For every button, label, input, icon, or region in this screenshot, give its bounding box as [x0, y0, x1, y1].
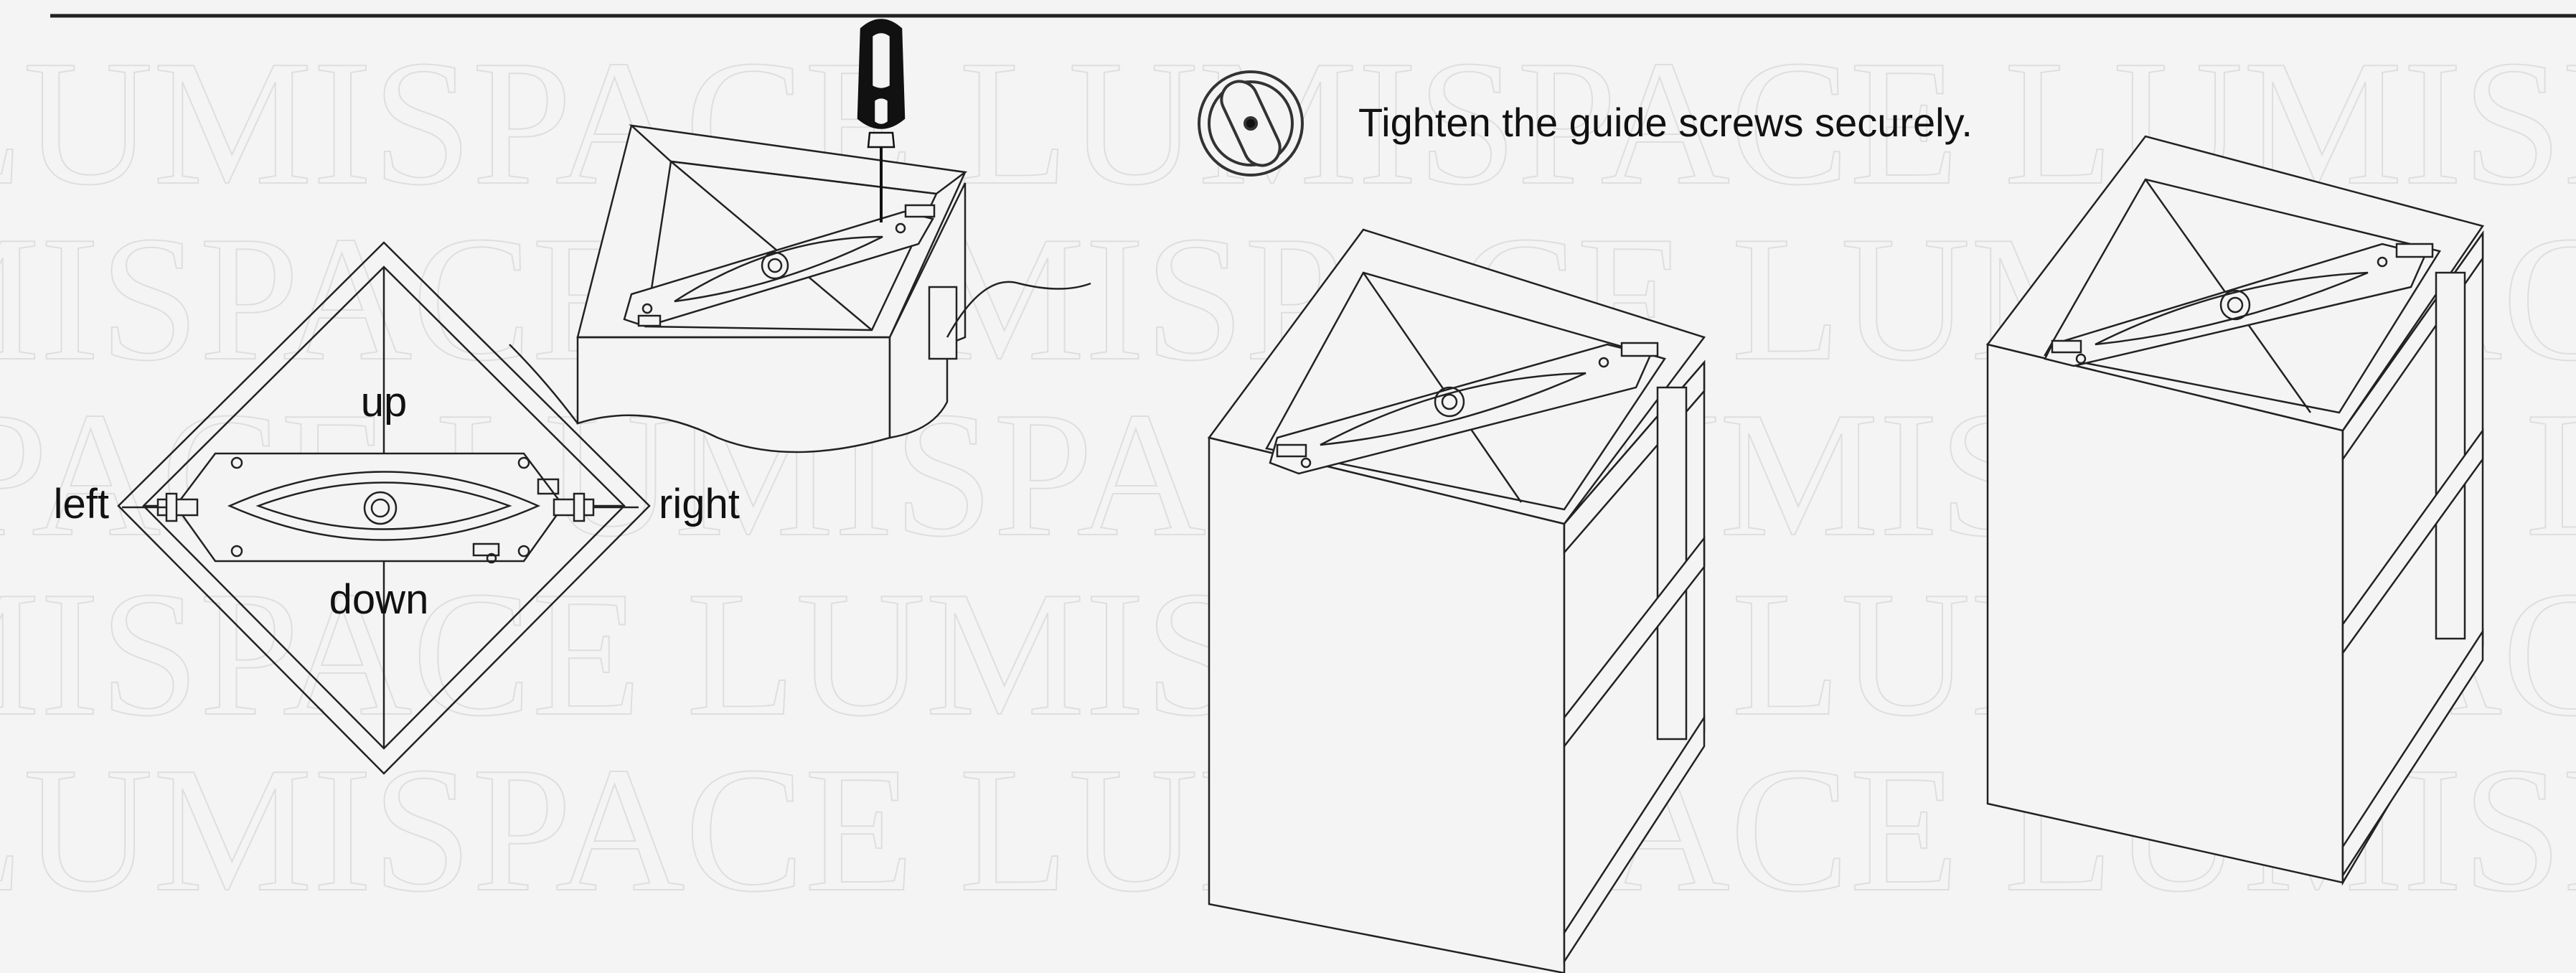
label-up: up [361, 379, 408, 426]
label-down: down [329, 576, 429, 623]
cabinet-middle [1207, 228, 1706, 973]
cabinet-cutaway [509, 124, 1091, 453]
label-right: right [659, 481, 740, 527]
screw-head-icon [1198, 70, 1304, 177]
instruction-text: Tighten the guide screws securely. [1358, 100, 1973, 145]
corner-bracket [122, 452, 639, 564]
screwdriver-icon [857, 19, 906, 222]
cabinet-right [1985, 135, 2485, 886]
label-left: left [54, 481, 109, 527]
